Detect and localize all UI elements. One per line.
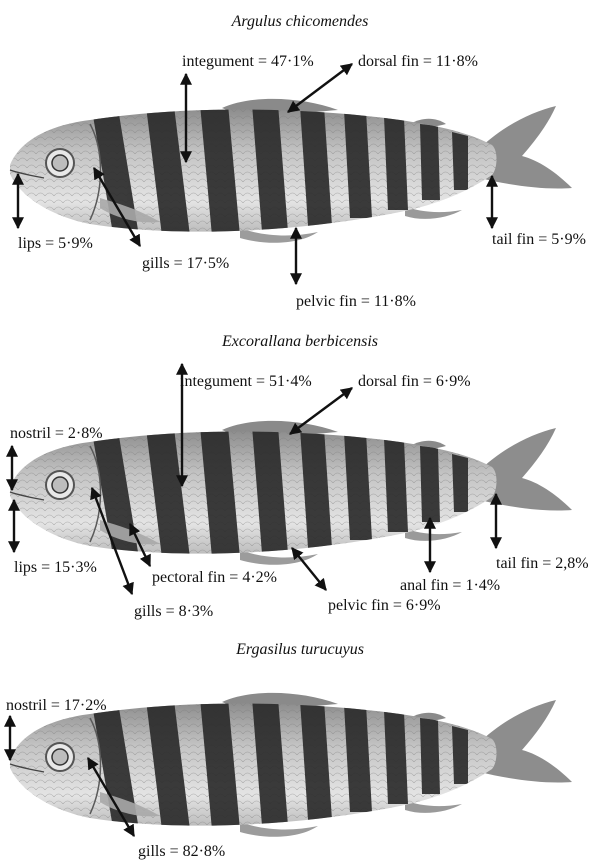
label-integument: integument = 47·1% (182, 53, 314, 70)
panel-excorallana: Excorallana berbicensis integument = 51·… (0, 333, 589, 620)
panel-title: Excorallana berbicensis (221, 333, 378, 350)
label-nostril: nostril = 2·8% (10, 425, 103, 442)
label-gills: gills = 82·8% (138, 843, 225, 860)
label-lips: lips = 15·3% (14, 559, 97, 576)
label-integument: integument = 51·4% (180, 373, 312, 390)
label-gills: gills = 8·3% (134, 603, 213, 620)
label-tail-fin: tail fin = 2,8% (496, 555, 589, 572)
label-lips: lips = 5·9% (18, 235, 93, 252)
label-anal-fin: anal fin = 1·4% (400, 577, 500, 594)
panel-ergasilus: Ergasilus turucuyus nostril = 17·2% gill… (0, 641, 572, 860)
label-pelvic-fin: pelvic fin = 6·9% (328, 597, 441, 614)
label-pelvic-fin: pelvic fin = 11·8% (296, 293, 416, 310)
panel-title: Ergasilus turucuyus (235, 641, 364, 658)
label-nostril: nostril = 17·2% (6, 697, 107, 714)
panel-argulus: Argulus chicomendes integument = 47·1% d… (0, 13, 586, 310)
label-dorsal-fin: dorsal fin = 11·8% (358, 53, 478, 70)
label-dorsal-fin: dorsal fin = 6·9% (358, 373, 471, 390)
label-gills: gills = 17·5% (142, 255, 229, 272)
fish-image (0, 90, 572, 250)
label-tail-fin: tail fin = 5·9% (492, 231, 586, 248)
label-pectoral-fin: pectoral fin = 4·2% (152, 569, 277, 586)
panel-title: Argulus chicomendes (231, 13, 369, 30)
